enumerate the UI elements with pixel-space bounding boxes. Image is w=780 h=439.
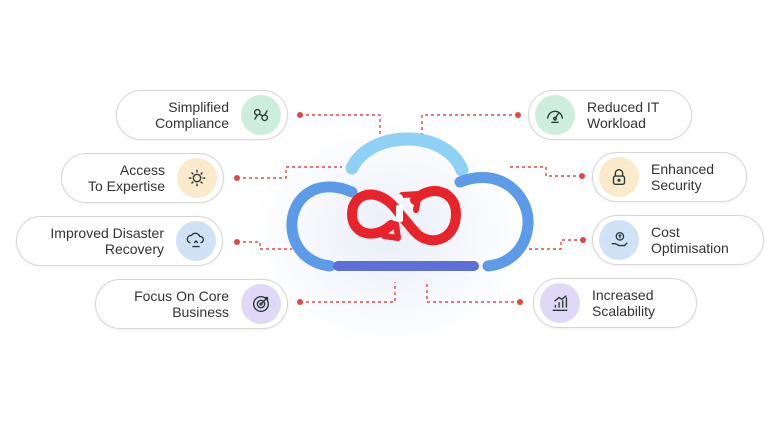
feature-label: Reduced IT Workload <box>587 99 660 131</box>
feature-increased-scalability: Increased Scalability <box>533 278 697 328</box>
connector-dots <box>234 112 586 305</box>
feature-label: Focus On Core Business <box>134 288 229 320</box>
cloud-top-arc <box>345 132 469 177</box>
cloud-right-arc <box>454 171 534 272</box>
feature-simplified-compliance: Simplified Compliance <box>116 90 288 140</box>
expertise-icon <box>177 158 217 198</box>
connector-disaster-recovery <box>237 241 292 250</box>
connector-core-business <box>300 282 396 303</box>
connector-increased-scalability <box>426 282 520 303</box>
lock-icon <box>599 157 639 197</box>
connector-reduced-workload <box>421 114 518 136</box>
logo-i <box>395 194 403 222</box>
feature-label: Cost Optimisation <box>651 224 729 256</box>
feature-label: Simplified Compliance <box>155 99 229 131</box>
feature-core-business: Focus On Core Business <box>95 279 288 329</box>
cloud-left-arc <box>286 181 358 272</box>
compliance-icon <box>241 95 281 135</box>
feature-label: Enhanced Security <box>651 161 715 193</box>
cloud-icon <box>286 132 534 272</box>
brand-logo <box>346 186 462 246</box>
feature-enhanced-security: Enhanced Security <box>592 152 747 202</box>
cost-icon <box>599 220 639 260</box>
feature-label: Increased Scalability <box>592 287 656 319</box>
feature-label: Access To Expertise <box>87 162 165 194</box>
connector-simplified-compliance <box>300 114 381 136</box>
feature-label: Improved Disaster Recovery <box>50 225 164 257</box>
connector-access-expertise <box>237 166 342 179</box>
target-icon <box>241 284 281 324</box>
feature-cost-optimisation: Cost Optimisation <box>592 215 764 265</box>
disaster-recovery-icon <box>176 221 216 261</box>
connector-lines <box>237 114 583 303</box>
feature-reduced-workload: Reduced IT Workload <box>528 90 692 140</box>
connector-cost-optimisation <box>528 239 583 250</box>
connector-enhanced-security <box>510 166 582 177</box>
chart-icon <box>540 283 580 323</box>
feature-disaster-recovery: Improved Disaster Recovery <box>16 216 223 266</box>
feature-access-expertise: Access To Expertise <box>61 153 224 203</box>
gauge-icon <box>535 95 575 135</box>
